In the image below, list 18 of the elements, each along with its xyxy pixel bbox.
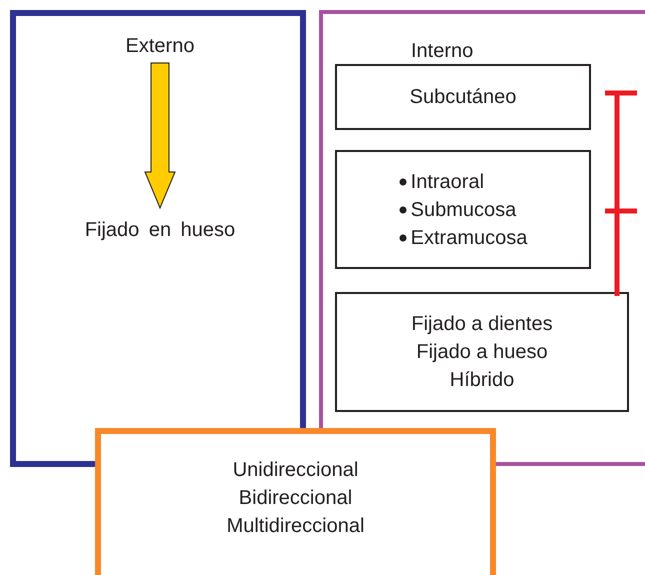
category-text: Fijado a hueso (416, 340, 548, 365)
category-box (335, 150, 591, 269)
category-text: Bidireccional (238, 486, 352, 511)
bullet-item: Intraoral (410, 170, 484, 194)
label-text: Fijado en hueso (50, 216, 270, 244)
bullet-item: Extramucosa (410, 226, 528, 250)
category-text: Subcutáneo (410, 85, 516, 110)
category-box (335, 292, 629, 412)
category-box (335, 64, 591, 130)
category-text: Unidireccional (232, 458, 358, 483)
category-text: Híbrido (450, 368, 514, 393)
group-frame (95, 428, 496, 575)
label-text: Externo (100, 33, 220, 59)
group-heading: Interno (411, 40, 474, 63)
category-text: Multidireccional (226, 514, 364, 539)
category-text: Fijado a dientes (411, 312, 553, 337)
block-arrow (144, 62, 176, 210)
bullet-item: Submucosa (410, 198, 516, 222)
